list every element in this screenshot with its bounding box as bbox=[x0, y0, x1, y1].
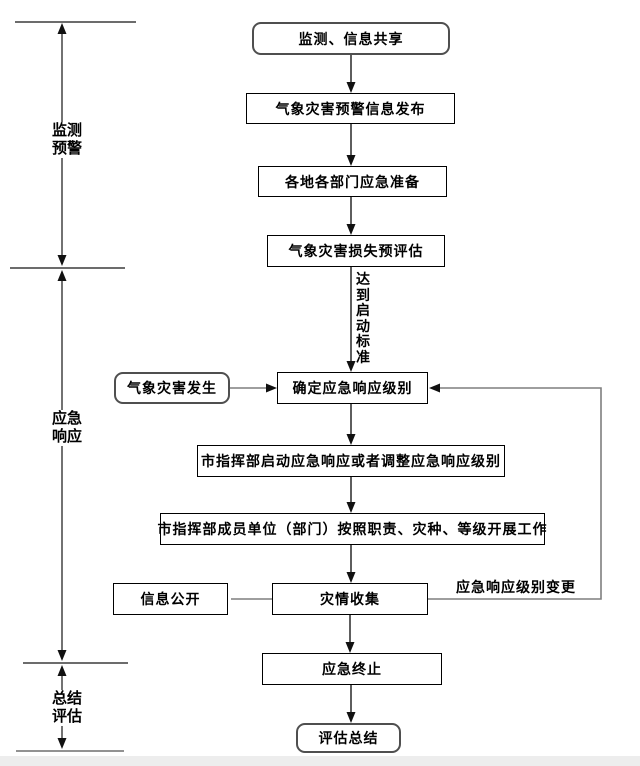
phase-label-summary: 总结评估 bbox=[49, 690, 85, 726]
node-emergency-termination: 应急终止 bbox=[262, 653, 442, 685]
arrowhead-right-icon bbox=[266, 383, 277, 393]
arrowhead-down-icon bbox=[346, 502, 356, 513]
edge-label-activation-criteria: 达到启动标准 bbox=[356, 271, 370, 365]
arrowhead-down-icon bbox=[346, 434, 356, 445]
arrowhead-down-icon bbox=[346, 572, 356, 583]
node-members-carry-out: 市指挥部成员单位（部门）按照职责、灾种、等级开展工作 bbox=[158, 513, 547, 545]
arrowhead-down-icon bbox=[57, 255, 67, 266]
node-disaster-collection: 灾情收集 bbox=[272, 583, 428, 615]
arrowhead-down-icon bbox=[346, 82, 356, 93]
feedback-loop-connector bbox=[428, 387, 602, 600]
arrowhead-up-icon bbox=[57, 23, 67, 34]
node-monitor-share: 监测、信息共享 bbox=[252, 22, 450, 55]
node-launch-or-adjust: 市指挥部启动应急响应或者调整应急响应级别 bbox=[197, 445, 505, 477]
arrowhead-down-icon bbox=[346, 712, 356, 723]
arrowhead-down-icon bbox=[346, 155, 356, 166]
node-dept-preparation: 各地各部门应急准备 bbox=[258, 166, 447, 197]
arrowhead-down-icon bbox=[57, 650, 67, 661]
node-determine-level: 确定应急响应级别 bbox=[277, 372, 428, 404]
page-edge-strip bbox=[0, 756, 640, 766]
phase-label-response: 应急响应 bbox=[49, 410, 85, 446]
arrowhead-down-icon bbox=[346, 361, 356, 372]
node-loss-pre-assessment: 气象灾害损失预评估 bbox=[267, 235, 445, 267]
node-warning-release: 气象灾害预警信息发布 bbox=[246, 93, 455, 124]
arrowhead-up-icon bbox=[57, 270, 67, 281]
arrowhead-down-icon bbox=[57, 738, 67, 749]
arrowhead-down-icon bbox=[345, 642, 355, 653]
node-evaluation-summary: 评估总结 bbox=[296, 723, 401, 753]
arrowhead-down-icon bbox=[346, 224, 356, 235]
arrowhead-up-icon bbox=[57, 665, 67, 676]
node-disaster-occurs: 气象灾害发生 bbox=[114, 372, 230, 404]
edge-label-level-change: 应急响应级别变更 bbox=[456, 579, 576, 595]
arrowhead-left-icon bbox=[429, 383, 440, 393]
phase-label-monitoring: 监测预警 bbox=[49, 122, 85, 158]
node-info-disclosure: 信息公开 bbox=[113, 583, 228, 615]
